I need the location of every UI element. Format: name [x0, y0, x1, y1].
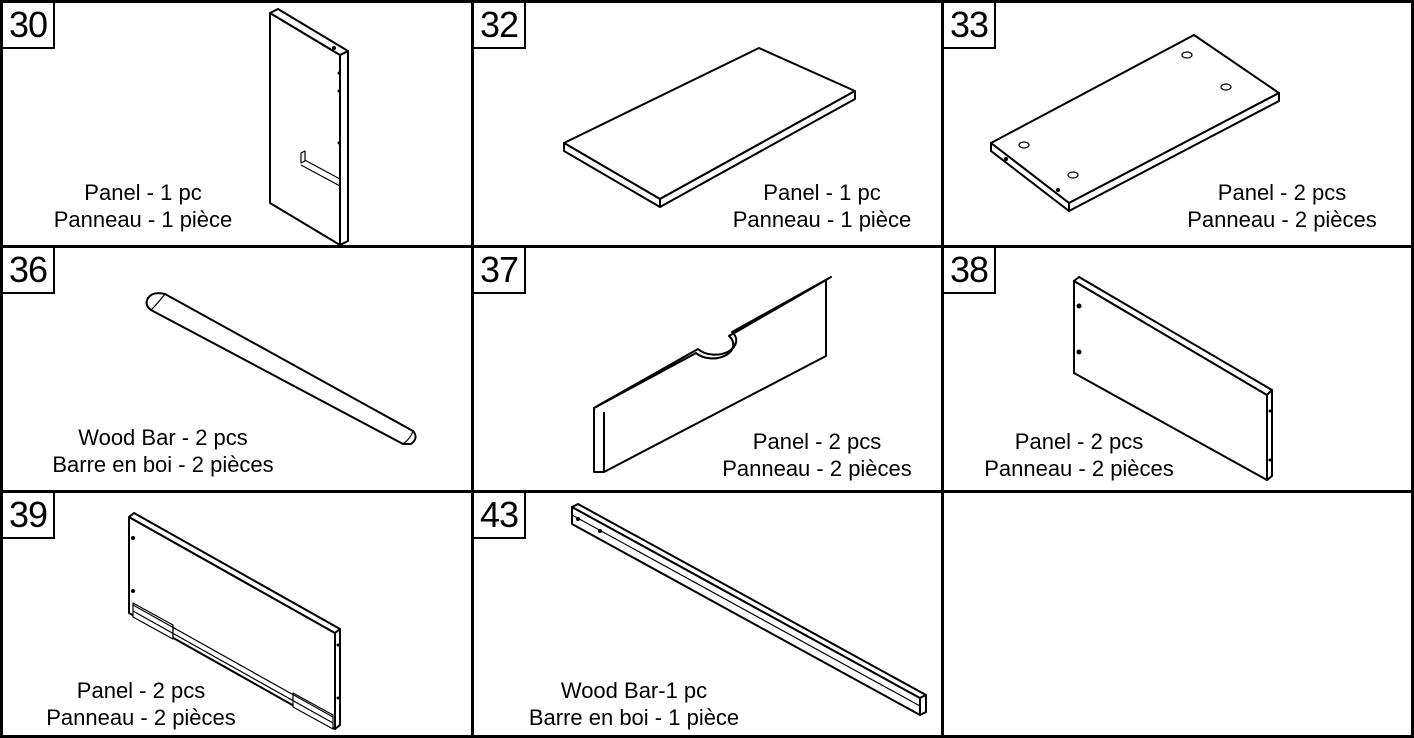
caption-fr: Panneau - 2 pièces	[1187, 207, 1377, 232]
part-33-drawing	[990, 34, 1280, 212]
caption-fr: Barre en boi - 2 pièces	[52, 452, 274, 477]
part-cell-39: 39 Panel - 2 pcs Panneau - 2 pièces	[0, 490, 474, 738]
part-number: 37	[474, 248, 527, 294]
part-caption: Panel - 2 pcs Panneau - 2 pièces	[954, 428, 1204, 482]
part-number: 30	[3, 3, 56, 49]
part-caption: Wood Bar-1 pc Barre en boi - 1 pièce	[484, 677, 784, 731]
part-caption: Panel - 2 pcs Panneau - 2 pièces	[11, 677, 271, 731]
caption-fr: Panneau - 2 pièces	[722, 456, 912, 481]
part-36-drawing	[145, 292, 417, 445]
part-number: 33	[944, 3, 997, 49]
caption-en: Panel - 2 pcs	[1014, 429, 1144, 454]
part-caption: Panel - 2 pcs Panneau - 2 pièces	[692, 428, 941, 482]
part-number: 39	[3, 493, 56, 539]
caption-fr: Panneau - 2 pièces	[46, 705, 236, 730]
part-32-drawing	[563, 47, 856, 208]
part-caption: Wood Bar - 2 pcs Barre en boi - 2 pièces	[13, 424, 313, 478]
caption-fr: Panneau - 2 pièces	[984, 456, 1174, 481]
part-number: 36	[3, 248, 56, 294]
part-38-drawing	[1073, 276, 1273, 481]
part-caption: Panel - 2 pcs Panneau - 2 pièces	[1152, 179, 1411, 233]
caption-en: Panel - 2 pcs	[1217, 180, 1347, 205]
part-cell-30: 30 Panel - 1 pc Panneau - 1 pièce	[0, 0, 474, 248]
part-cell-32: 32 Panel - 1 pc Panneau - 1 pièce	[471, 0, 944, 248]
caption-fr: Panneau - 1 pièce	[732, 207, 912, 232]
caption-en: Panel - 1 pc	[763, 180, 881, 205]
part-cell-38: 38 Panel - 2 pcs Panneau - 2 pièces	[941, 245, 1414, 493]
part-number: 38	[944, 248, 997, 294]
caption-en: Panel - 1 pc	[84, 180, 202, 205]
empty-cell	[941, 490, 1414, 738]
part-30-drawing	[269, 8, 349, 245]
part-caption: Panel - 1 pc Panneau - 1 pièce	[702, 179, 941, 233]
caption-en: Wood Bar - 2 pcs	[78, 425, 248, 450]
part-cell-36: 36 Wood Bar - 2 pcs Barre en boi - 2 piè…	[0, 245, 474, 493]
part-39-drawing	[128, 512, 341, 730]
part-number: 43	[474, 493, 527, 539]
part-37-drawing	[593, 276, 832, 473]
part-cell-37: 37 Panel - 2 pcs Panneau - 2 pièces	[471, 245, 944, 493]
part-cell-43: 43 Wood Bar-1 pc Barre en boi - 1 pièce	[471, 490, 944, 738]
part-43-drawing	[571, 503, 927, 716]
part-number: 32	[474, 3, 527, 49]
caption-en: Wood Bar-1 pc	[560, 678, 708, 703]
part-cell-33: 33 Panel - 2 pcs Panneau - 2 pièces	[941, 0, 1414, 248]
caption-fr: Barre en boi - 1 pièce	[528, 705, 740, 730]
caption-fr: Panneau - 1 pièce	[53, 207, 233, 232]
part-caption: Panel - 1 pc Panneau - 1 pièce	[23, 179, 263, 233]
caption-en: Panel - 2 pcs	[76, 678, 206, 703]
caption-en: Panel - 2 pcs	[752, 429, 882, 454]
